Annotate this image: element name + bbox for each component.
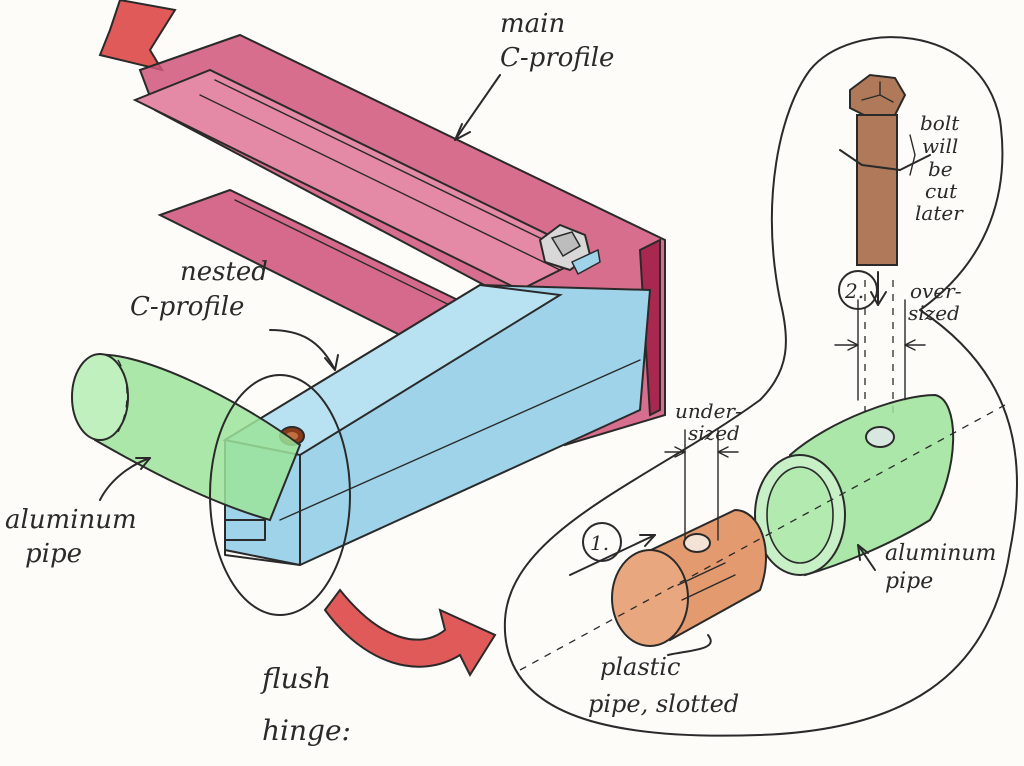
detail-bubble bbox=[503, 36, 1019, 737]
aluminum-pipe-right-label-1: aluminum bbox=[885, 541, 996, 566]
step-2-circle bbox=[838, 270, 878, 310]
flush-hinge-arrow bbox=[323, 588, 497, 678]
plastic-pipe-label-2: pipe, slotted bbox=[588, 690, 739, 718]
bolt-note-line-1: bolt bbox=[920, 111, 960, 135]
aluminum-pipe-left-label-1: aluminum bbox=[5, 505, 137, 535]
bolt-note-line-3: be bbox=[928, 157, 953, 181]
bolt-note-line-4: cut bbox=[925, 179, 958, 203]
oversized-dimension bbox=[834, 299, 926, 401]
step-1-label: 1. bbox=[590, 531, 609, 555]
main-c-profile-label-1: main bbox=[500, 9, 565, 39]
aluminum-pipe-right-leader bbox=[857, 544, 876, 571]
plastic-pipe-leader bbox=[667, 634, 712, 656]
main-c-profile-leader bbox=[454, 74, 501, 141]
flush-hinge-label-1: flush bbox=[260, 662, 331, 695]
nested-c-profile-label-1: nested bbox=[180, 257, 268, 287]
flush-hinge-label-2: hinge: bbox=[262, 714, 351, 747]
under-sized-label-2: sized bbox=[688, 421, 740, 445]
bolt-hole-dashed-lines bbox=[864, 280, 894, 420]
aluminum-pipe-right-label-2: pipe bbox=[885, 569, 933, 594]
left-aluminum-pipe bbox=[71, 353, 302, 522]
bolt-note-bracket bbox=[909, 134, 916, 176]
bolt-note-line-5: later bbox=[915, 201, 964, 225]
aluminum-pipe-left-label-2: pipe bbox=[25, 539, 82, 569]
step-2-label: 2. bbox=[844, 279, 864, 303]
nested-c-profile-label-2: C-profile bbox=[130, 292, 244, 322]
under-sized-label-1: under- bbox=[675, 399, 742, 423]
bolt-note-line-2: will bbox=[922, 134, 958, 158]
over-sized-label-1: over- bbox=[910, 279, 962, 303]
detail-circle bbox=[209, 374, 351, 616]
nested-c-profile-leader bbox=[269, 329, 336, 371]
main-c-profile-label-2: C-profile bbox=[500, 43, 614, 73]
over-sized-label-2: sized bbox=[908, 301, 960, 325]
top-red-arrow bbox=[98, 0, 177, 72]
nested-c-profile bbox=[222, 283, 652, 567]
aluminum-pipe-left-leader bbox=[99, 457, 151, 501]
plastic-pipe-label-1: plastic bbox=[600, 653, 680, 681]
undersized-dimension bbox=[664, 429, 739, 541]
step-1-arrow bbox=[569, 534, 656, 576]
bolt bbox=[839, 73, 931, 266]
step-1-circle bbox=[582, 522, 622, 562]
plastic-pipe bbox=[611, 508, 767, 647]
right-aluminum-pipe bbox=[754, 393, 955, 577]
